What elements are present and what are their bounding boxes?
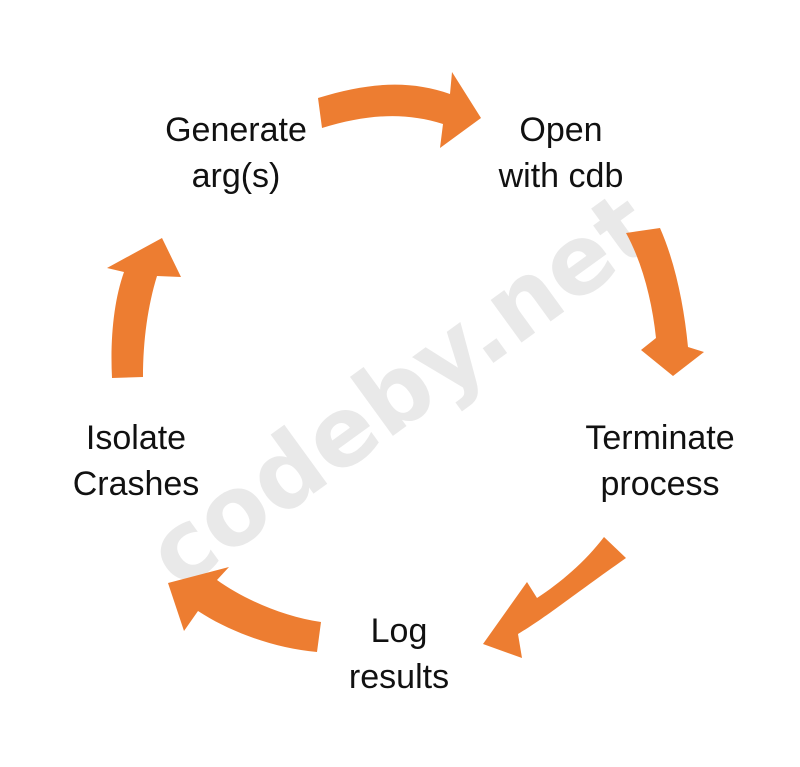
arrow-log-to-isolate [168, 567, 321, 652]
step-generate-args: Generate arg(s) [126, 107, 346, 199]
arrow-terminate-to-log [483, 537, 626, 658]
step-terminate-process-line-2: process [600, 465, 720, 503]
step-isolate-crashes: Isolate Crashes [26, 415, 246, 507]
step-log-results: Log results [289, 608, 509, 700]
step-log-results-line-1: Log [370, 612, 428, 650]
step-open-with-cdb: Open with cdb [451, 107, 671, 199]
arrow-generate-to-open [318, 72, 481, 148]
step-terminate-process: Terminate process [550, 415, 770, 507]
arrow-isolate-to-generate [107, 238, 181, 378]
step-log-results-line-2: results [348, 658, 450, 696]
step-open-with-cdb-line-2: with cdb [498, 157, 624, 195]
step-generate-args-line-2: arg(s) [191, 157, 281, 195]
step-terminate-process-line-1: Terminate [585, 419, 735, 457]
step-open-with-cdb-line-1: Open [519, 111, 603, 149]
arrow-open-to-terminate [626, 228, 704, 376]
step-generate-args-line-1: Generate [165, 111, 307, 149]
step-isolate-crashes-line-1: Isolate [85, 419, 187, 457]
step-isolate-crashes-line-2: Crashes [72, 465, 200, 503]
